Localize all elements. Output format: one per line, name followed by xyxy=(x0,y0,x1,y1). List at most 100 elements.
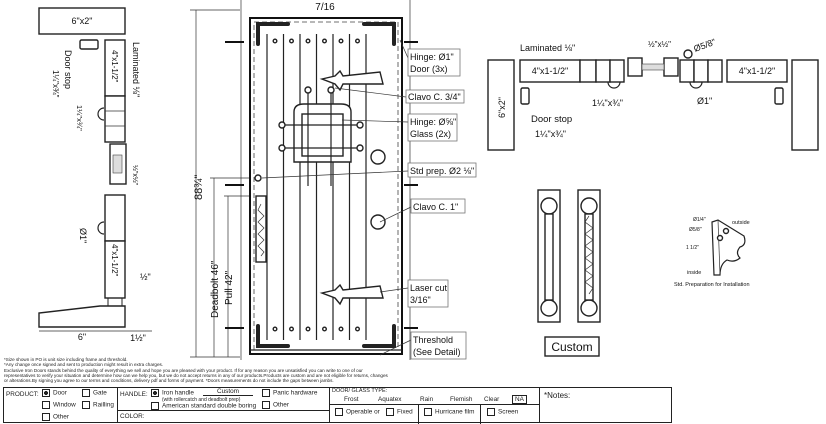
deadbolt-dimension: Deadbolt 46" xyxy=(210,260,221,318)
product-window-checkbox[interactable] xyxy=(42,401,50,409)
handle-section: HANDLE: Iron handle Custom (with rollerc… xyxy=(117,387,330,411)
hurricane-label: Hurricane film xyxy=(435,408,475,416)
inside-label: inside xyxy=(687,270,701,276)
iron-handle-note: (with rollercatch and deadbolt prep) xyxy=(162,397,241,403)
other-handle-checkbox[interactable] xyxy=(262,401,270,409)
tube-size-top-label: 1¼"x¾" xyxy=(592,98,623,108)
fixed-checkbox[interactable] xyxy=(386,408,394,416)
hinge-door-count: Door (3x) xyxy=(410,64,448,74)
door-elevation: 7/16 88¾" Deadbolt 46" Pull 42" xyxy=(190,0,477,360)
laminated-label: Laminated ⅛" xyxy=(131,42,141,97)
bolt-label: Ø5/8" xyxy=(692,37,717,54)
header-board-label: 6"x2" xyxy=(72,16,93,26)
deadbolt xyxy=(254,174,262,182)
terms-notes: *Size shown in PO is unit size including… xyxy=(4,357,604,383)
stile-top-label: 4"x1-1/2" xyxy=(110,50,119,83)
glass-stop-label: ½"x½" xyxy=(131,165,139,186)
clavo-nail xyxy=(272,326,278,332)
jamb-label: 6"x2" xyxy=(497,97,507,118)
clavo-nail xyxy=(322,38,328,44)
glass-aquatex[interactable]: Aquatex xyxy=(378,396,402,403)
product-railling-label: Railling xyxy=(93,401,114,409)
product-gate-checkbox[interactable] xyxy=(82,389,90,397)
install-prep-caption: Std. Preparation for Installation xyxy=(674,282,750,288)
stile-right-label: 4"x1-1/2" xyxy=(739,66,775,76)
sill-height: 1½" xyxy=(130,333,146,343)
panic-label: Panic hardware xyxy=(273,389,318,397)
hurricane-checkbox[interactable] xyxy=(424,408,432,416)
iron-handle-value[interactable]: Custom xyxy=(203,388,253,396)
glass-options-section: Operable or Fixed Hurricane film Screen xyxy=(329,404,540,424)
d14-label: Ø1/4" xyxy=(693,217,706,223)
operable-checkbox[interactable] xyxy=(335,408,343,416)
product-door-label: Door xyxy=(53,389,67,397)
iron-handle-label: Iron handle xyxy=(162,389,194,397)
operable-label: Operable xyxy=(346,408,373,416)
screen-checkbox[interactable] xyxy=(487,408,495,416)
tube-size-label: 1¼"x¾" xyxy=(75,105,84,131)
clavo-nail xyxy=(338,326,344,332)
jamb-left xyxy=(487,59,515,151)
clavo-nail xyxy=(289,38,295,44)
product-other-label: Other xyxy=(53,413,69,421)
hinge-door-label: Hinge: Ø1" xyxy=(410,52,454,62)
clavo-nail xyxy=(355,326,361,332)
glass-frost[interactable]: Frost xyxy=(344,396,359,403)
product-door-checkbox[interactable] xyxy=(42,389,50,397)
hinge-glass-label: Hinge: Ø⅝" xyxy=(410,117,456,127)
horizontal-section: 6"x2" 4"x1-1/2" 4"x1-1/2" Laminated ⅛" ½… xyxy=(487,37,819,151)
american-checkbox[interactable] xyxy=(151,402,159,410)
product-gate-label: Gate xyxy=(93,389,107,397)
note-line: Exclusive Iron Doors stands behind the q… xyxy=(4,367,363,373)
panic-checkbox[interactable] xyxy=(262,389,270,397)
hinge-top-label: Ø1" xyxy=(697,96,712,106)
pull-dimension: Pull 42" xyxy=(224,270,235,305)
glass-type-label: DOOR/ GLASS TYPE: xyxy=(332,388,388,394)
clavo-nail xyxy=(289,326,295,332)
glass-clear[interactable]: Clear xyxy=(484,396,500,403)
hinge-dia-label: Ø1" xyxy=(78,228,88,243)
corner-strap xyxy=(256,324,290,348)
clavo-nail xyxy=(338,38,344,44)
stile-left-label: 4"x1-1/2" xyxy=(532,66,568,76)
clavo-nail xyxy=(322,326,328,332)
note-line: representatives to verify your situation… xyxy=(4,372,388,378)
glass-flemish[interactable]: Flemish xyxy=(450,396,473,403)
strap-hinge-top xyxy=(319,69,384,92)
order-form: PRODUCT: Door Gate Window Railling Other… xyxy=(0,387,826,424)
laminated-top-label: Laminated ⅛" xyxy=(520,43,575,53)
clavo-nail xyxy=(305,326,311,332)
door-stop-size: 1¼"x¾" xyxy=(51,70,60,98)
color-label: COLOR: xyxy=(120,413,145,420)
corner-strap xyxy=(256,22,290,46)
width-dimension: 7/16 xyxy=(315,2,335,13)
note-line: *Any change once signed and sent to prod… xyxy=(4,362,164,368)
glass xyxy=(301,113,344,157)
door-stop-top-size: 1¼"x¾" xyxy=(535,129,566,139)
color-section: COLOR: xyxy=(117,410,330,423)
screen-label: Screen xyxy=(498,408,519,416)
height-dimension: 88¾" xyxy=(193,175,205,200)
door-stop xyxy=(79,39,99,50)
handle-custom-label: Custom xyxy=(551,340,592,354)
notes-label: *Notes: xyxy=(544,391,571,400)
clavo-1-label: Clavo C. 1" xyxy=(413,202,458,212)
threshold-gap: ½" xyxy=(140,272,151,282)
glass-rain[interactable]: Rain xyxy=(420,396,434,403)
threshold-see-detail: (See Detail) xyxy=(413,347,461,357)
stile-right xyxy=(726,59,788,83)
glass-stop-top-label: ½"x½" xyxy=(648,40,671,49)
clavo-nail xyxy=(355,38,361,44)
product-railling-checkbox[interactable] xyxy=(82,401,90,409)
glass-type-section: DOOR/ GLASS TYPE: Frost Aquatex Rain Fle… xyxy=(329,387,540,405)
hinge-glass-count: Glass (2x) xyxy=(410,129,451,139)
note-line: or alterations.By signing you agree to o… xyxy=(4,378,334,384)
handle-label: HANDLE: xyxy=(120,391,148,398)
clavo-nail xyxy=(305,38,311,44)
notes-section[interactable]: *Notes: xyxy=(539,387,672,423)
d112-label: 1 1/2" xyxy=(686,245,699,251)
door-stop-label: Door stop xyxy=(63,50,73,89)
iron-handle-checkbox[interactable] xyxy=(151,389,159,397)
glass-na-selected[interactable]: NA xyxy=(512,395,527,404)
